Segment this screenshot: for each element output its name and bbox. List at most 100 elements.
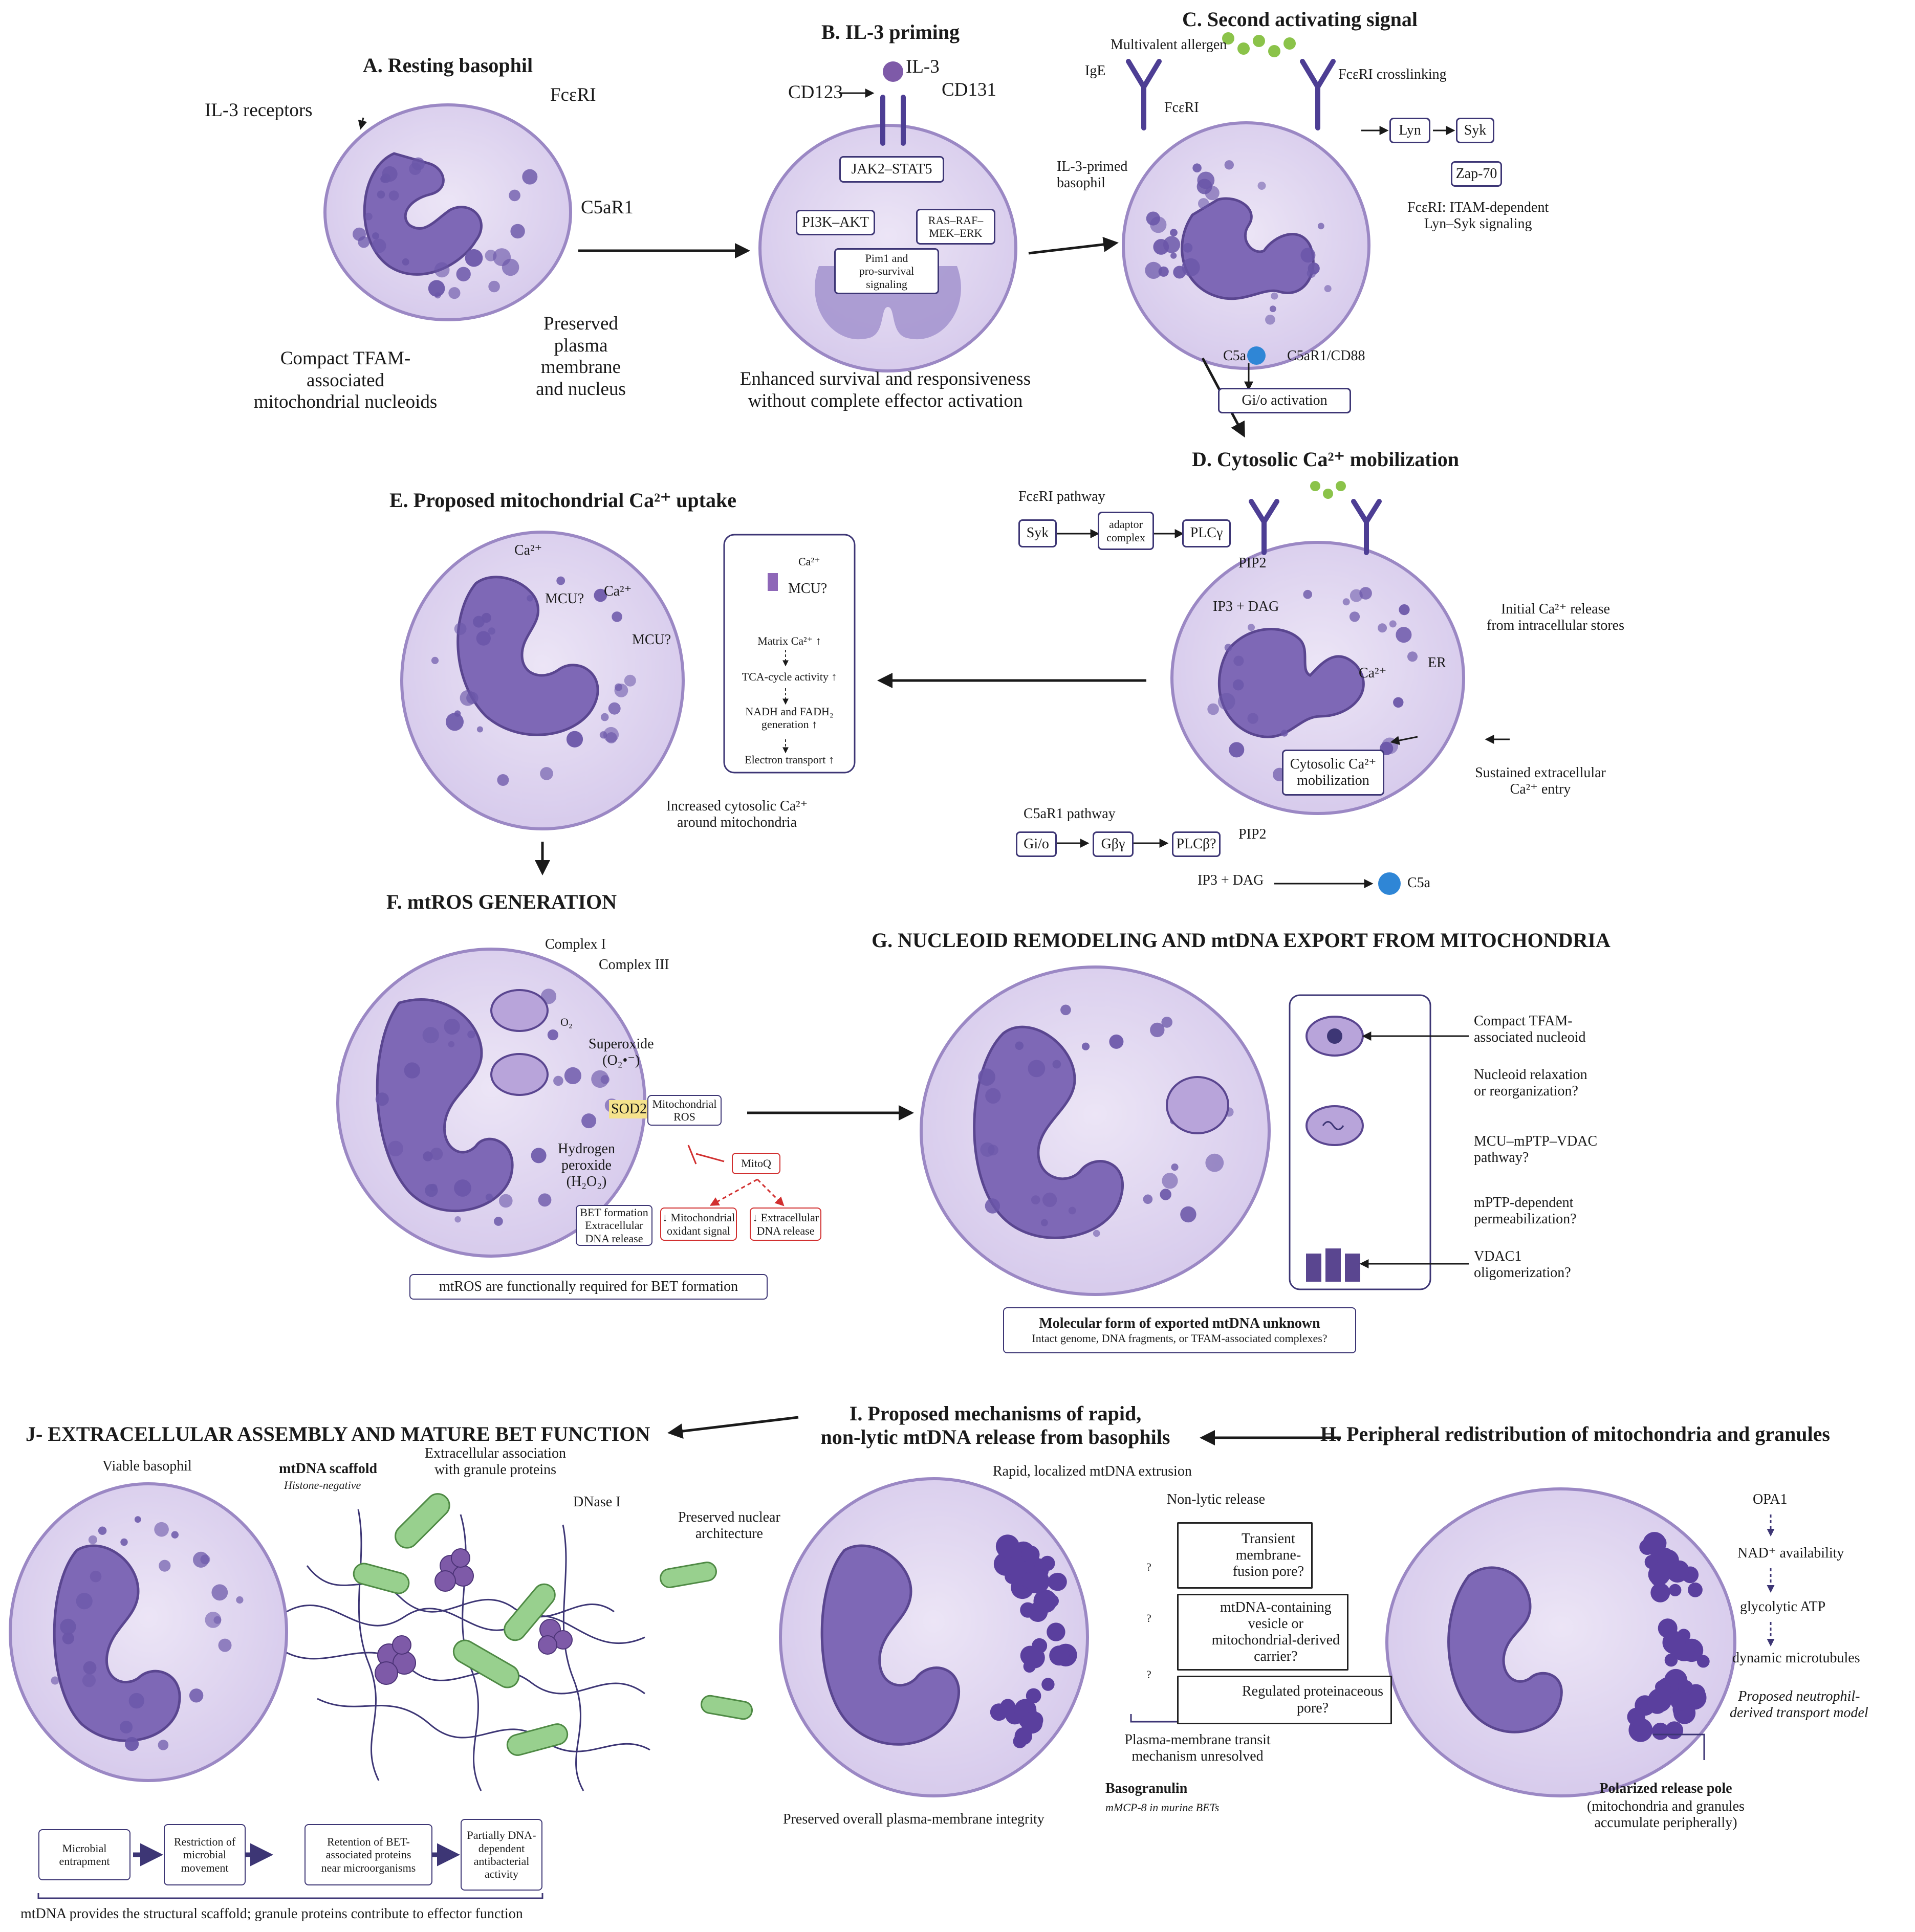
granule-clusters <box>375 1548 573 1685</box>
cell-c-activated <box>1122 121 1370 370</box>
granule <box>1248 624 1255 631</box>
granule <box>1389 620 1397 628</box>
polarized-granule <box>1022 1560 1035 1573</box>
granule <box>1015 1041 1024 1050</box>
inset-mcu-label: MCU? <box>788 581 828 597</box>
granule <box>434 292 441 299</box>
granule <box>448 287 461 299</box>
granule <box>985 1088 1001 1104</box>
red-inhibition <box>687 1145 785 1206</box>
mito-ros-box: Mitochondrial ROS <box>647 1095 722 1126</box>
granule <box>476 631 491 646</box>
granule <box>171 1531 179 1539</box>
granule <box>51 1676 59 1685</box>
polarized-granule <box>1650 1583 1670 1602</box>
microtubules-label: dynamic microtubules <box>1732 1650 1860 1666</box>
granule <box>1182 258 1200 277</box>
granule <box>1271 292 1278 300</box>
vdac1-label: VDAC1 oligomerization? <box>1474 1248 1571 1281</box>
granules <box>51 157 1710 1751</box>
granule <box>581 1113 597 1129</box>
granule <box>76 1593 93 1610</box>
ca-label-d: Ca²⁺ <box>1359 665 1387 681</box>
question-mark-1: ? <box>1146 1561 1151 1573</box>
initial-release-label: Initial Ca²⁺ release from intracellular … <box>1487 601 1625 634</box>
step-retention-box: Retention of BET- associated proteins ne… <box>304 1824 432 1885</box>
granule <box>566 731 583 748</box>
mtdna-scaffold-label: mtDNA scaffold <box>279 1461 378 1477</box>
granule <box>387 1140 403 1156</box>
c5ar1-cd88-label: C5aR1/CD88 <box>1287 348 1365 364</box>
fceri-pathway-label: FcεRI pathway <box>1018 489 1105 504</box>
panel-f-title: F. mtROS GENERATION <box>386 890 617 913</box>
granule <box>60 1618 76 1635</box>
mcu-mptp-label: MCU–mPTP–VDAC pathway? <box>1474 1133 1598 1166</box>
granule <box>1171 1163 1179 1171</box>
polarized-granule <box>1627 1707 1646 1726</box>
h2o2-label: Hydrogen peroxide (H₂O₂) <box>558 1141 615 1190</box>
cell-g-nucleoid <box>920 965 1271 1296</box>
granule <box>423 1151 433 1161</box>
down-oxidant-box: ↓ Mitochondrial oxidant signal <box>660 1208 737 1241</box>
granule <box>189 1688 204 1703</box>
granule <box>1205 186 1220 201</box>
polarized-granule <box>1678 1679 1691 1693</box>
granule <box>372 232 379 239</box>
il3-receptors-label: IL-3 receptors <box>205 100 313 121</box>
granule <box>547 1029 558 1041</box>
preserved-membrane-label: Preserved plasma membrane and nucleus <box>536 313 626 400</box>
granule <box>1028 1060 1046 1078</box>
extracellular-association-label: Extracellular association with granule p… <box>425 1445 566 1478</box>
granule <box>485 1193 493 1201</box>
granule <box>1081 1042 1090 1050</box>
molecular-form-box: Molecular form of exported mtDNA unknown… <box>1003 1307 1356 1353</box>
granule <box>446 713 464 731</box>
polarized-granule <box>1041 1678 1055 1691</box>
cytosolic-mobilization-box: Cytosolic Ca²⁺ mobilization <box>1282 750 1384 796</box>
granule <box>522 169 538 185</box>
granule <box>1229 742 1245 758</box>
compact-tfam-label: Compact TFAM- associated mitochondrial n… <box>253 348 438 413</box>
mcu-label-e1: MCU? <box>545 591 584 607</box>
granule <box>1207 703 1219 715</box>
panel-j-caption: mtDNA provides the structural scaffold; … <box>20 1906 523 1922</box>
mptp-label: mPTP-dependent permeabilization? <box>1474 1195 1577 1227</box>
pi3k-akt-box: PI3K–AKT <box>796 210 875 235</box>
granule <box>624 674 636 687</box>
granule <box>1205 1153 1224 1172</box>
syk-box-c: Syk <box>1456 118 1494 143</box>
increased-ca-label: Increased cytosolic Ca²⁺ around mitochon… <box>666 798 808 831</box>
mmcp8-label: mMCP-8 in murine BETs <box>1105 1801 1220 1814</box>
polarized-granule <box>1046 1594 1059 1608</box>
question-mark-2: ? <box>1146 1612 1151 1624</box>
inset-box-g <box>1289 994 1431 1290</box>
panel-e-title: E. Proposed mitochondrial Ca²⁺ uptake <box>389 489 736 512</box>
granule <box>1160 1189 1171 1200</box>
granule <box>540 767 553 780</box>
matrix-ca-label: Matrix Ca²⁺ ↑ <box>757 634 821 647</box>
adaptor-complex-box: adaptor complex <box>1098 512 1154 550</box>
granule <box>62 1632 74 1644</box>
jak-stat-box: JAK2–STAT5 <box>839 156 944 183</box>
granule <box>402 258 409 266</box>
polarized-granule <box>1670 1689 1691 1711</box>
granule <box>603 727 619 743</box>
cell-f-mtros <box>336 948 646 1258</box>
panel-c-title: C. Second activating signal <box>1182 8 1418 31</box>
granule <box>460 690 476 706</box>
granule <box>1145 261 1162 279</box>
polarized-granule <box>1049 1572 1067 1591</box>
transit-unresolved-label: Plasma-membrane transit mechanism unreso… <box>1124 1732 1271 1765</box>
granule <box>428 280 445 297</box>
granule <box>608 702 621 715</box>
c5ar1-label-a: C5aR1 <box>581 197 634 218</box>
histone-negative-label: Histone-negative <box>284 1479 361 1491</box>
polarized-granule <box>1000 1699 1016 1714</box>
er-label: ER <box>1428 655 1446 671</box>
panel-i-title: I. Proposed mechanisms of rapid, non-lyt… <box>820 1402 1170 1448</box>
c5a-label-c: C5a <box>1223 348 1247 364</box>
granule <box>488 627 496 635</box>
granule <box>476 726 483 733</box>
polarized-granule <box>1023 1660 1036 1673</box>
